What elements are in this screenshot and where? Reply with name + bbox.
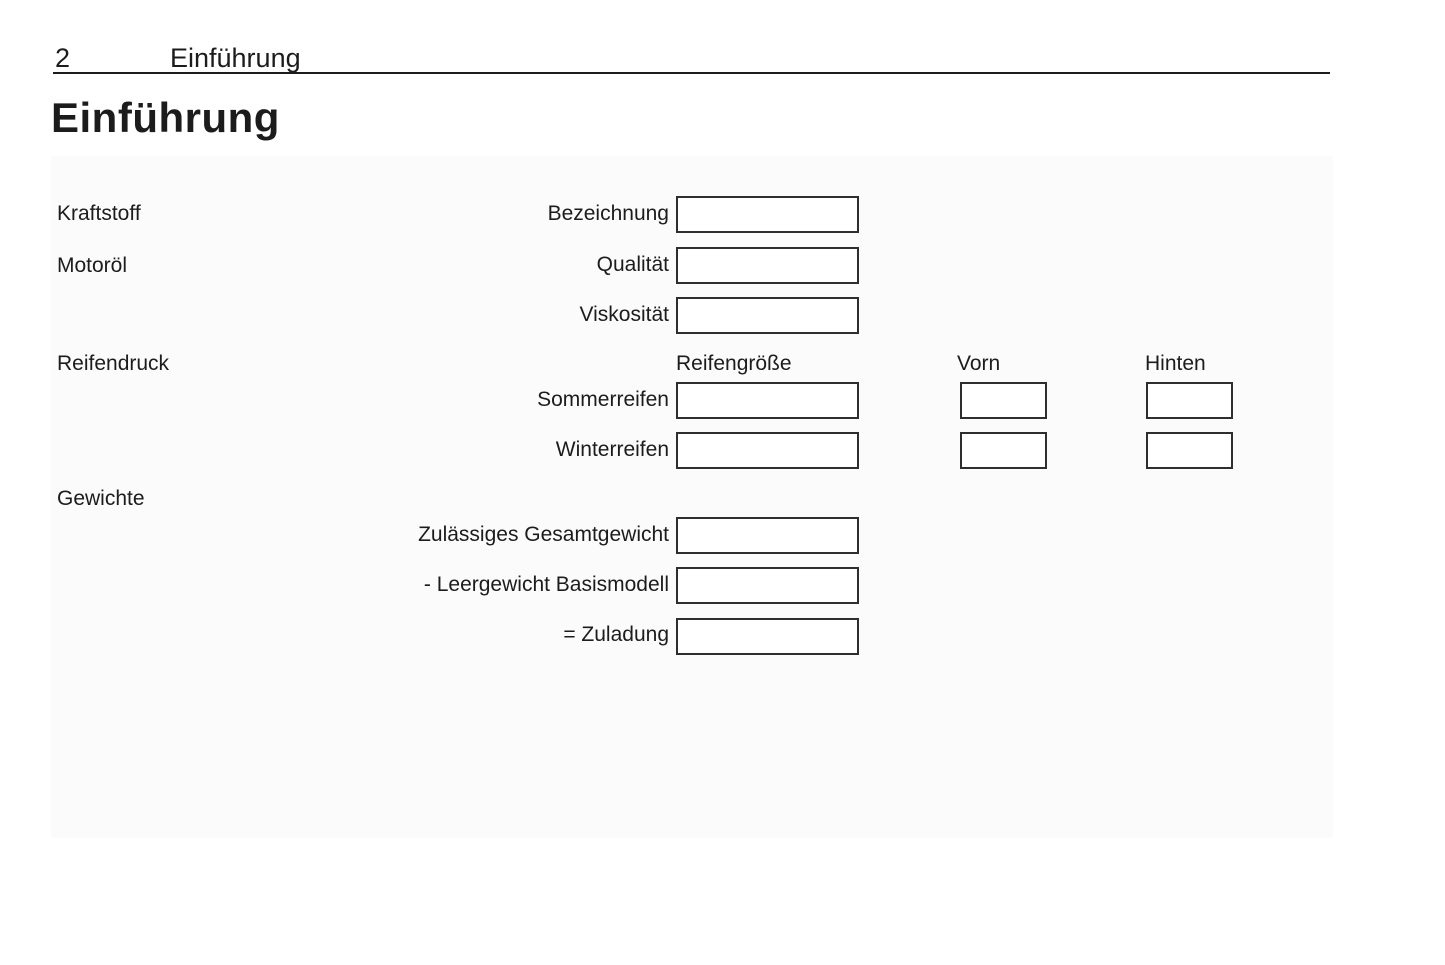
input-kerb-weight[interactable]: [676, 567, 859, 604]
input-summer-rear-pressure[interactable]: [1146, 382, 1233, 419]
section-label-tyre-pressure: Reifendruck: [57, 352, 170, 375]
field-label-designation: Bezeichnung: [547, 202, 669, 225]
column-header-front: Vorn: [957, 352, 1001, 375]
header-divider: [53, 72, 1330, 74]
section-label-fuel: Kraftstoff: [57, 202, 141, 225]
column-header-rear: Hinten: [1145, 352, 1206, 375]
column-header-tyre-size: Reifengröße: [676, 352, 792, 375]
page-title: Einführung: [51, 94, 280, 141]
input-summer-tyre-size[interactable]: [676, 382, 859, 419]
input-winter-front-pressure[interactable]: [960, 432, 1047, 469]
input-winter-tyre-size[interactable]: [676, 432, 859, 469]
input-oil-quality[interactable]: [676, 247, 859, 284]
field-label-kerb-weight: - Leergewicht Basismodell: [423, 573, 669, 596]
field-label-winter-tyres: Winterreifen: [555, 438, 669, 461]
input-oil-viscosity[interactable]: [676, 297, 859, 334]
section-label-engine-oil: Motoröl: [57, 254, 128, 277]
input-payload[interactable]: [676, 618, 859, 655]
input-gross-weight[interactable]: [676, 517, 859, 554]
input-winter-rear-pressure[interactable]: [1146, 432, 1233, 469]
input-summer-front-pressure[interactable]: [960, 382, 1047, 419]
running-chapter-title: Einführung: [170, 43, 301, 73]
page-number: 2: [55, 43, 71, 73]
field-label-viscosity: Viskosität: [579, 303, 670, 326]
field-label-summer-tyres: Sommerreifen: [537, 388, 669, 411]
input-fuel-designation[interactable]: [676, 196, 859, 233]
field-label-payload: = Zuladung: [563, 623, 669, 646]
field-label-quality: Qualität: [596, 253, 669, 276]
field-label-gross-weight: Zulässiges Gesamtgewicht: [418, 523, 669, 546]
section-label-weights: Gewichte: [57, 487, 145, 510]
